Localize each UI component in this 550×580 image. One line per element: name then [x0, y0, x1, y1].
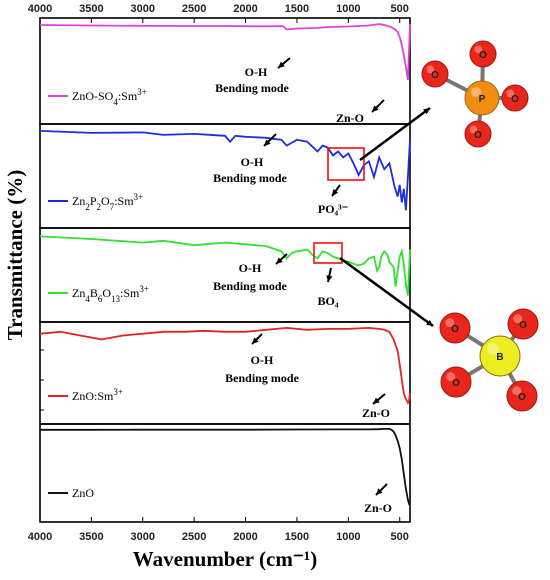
annotation-arrow — [331, 184, 341, 197]
bo4-highlight-box — [313, 242, 343, 264]
x-tick-label-top: 1000 — [336, 3, 360, 15]
panel-4 — [39, 423, 411, 523]
x-tick-label-bottom: 4000 — [28, 531, 52, 543]
zn-o-label: Zn-O — [362, 406, 390, 420]
series-line-2 — [39, 235, 411, 296]
legend-label-0: ZnO-SO4:Sm3+ — [72, 87, 147, 107]
panel-frame — [39, 17, 411, 125]
atom-highlight — [445, 318, 455, 328]
x-tick-label-bottom: 3500 — [79, 531, 103, 543]
atom-highlight — [469, 125, 478, 134]
center-atom-label: P — [479, 94, 486, 105]
annotation-arrow — [375, 483, 388, 496]
annotation-arrow — [359, 106, 431, 162]
annotation-arrow — [371, 99, 385, 113]
x-tick-label-bottom: 3000 — [131, 531, 155, 543]
panel-0 — [39, 17, 411, 125]
annotation-arrow — [251, 333, 263, 345]
molecule-diagrams: O O O O P O O O O B — [421, 40, 539, 412]
panel-frame — [39, 423, 411, 523]
legend-label-3: ZnO:Sm3+ — [72, 387, 123, 403]
panel-2 — [39, 227, 411, 323]
x-axis-label: Wavenumber (cm⁻¹) — [133, 547, 317, 571]
x-tick-label-top: 2000 — [233, 3, 257, 15]
series-line-0 — [39, 23, 411, 81]
series-line-3 — [39, 326, 411, 405]
borate-molecule: O O O O B — [439, 308, 539, 412]
atom-highlight — [426, 65, 435, 74]
legend-label-2: Zn4B6O13:Sm3+ — [72, 284, 149, 304]
annotations: ZnO-SO4:Sm3+ Zn2P2O7:Sm3+ Zn4B6O13:Sm3+ ZnO… — [48, 57, 434, 515]
oh-label: O-H — [245, 65, 268, 79]
center-atom-label: B — [496, 352, 503, 363]
annotation-arrow — [372, 393, 386, 405]
oxygen-atom-label: O — [451, 324, 459, 335]
atom-highlight — [513, 314, 523, 324]
oxygen-atom-label: O — [519, 320, 527, 331]
oxygen-atom-label: O — [452, 378, 460, 389]
annotation-arrow — [339, 256, 434, 328]
oh-label: O-H — [251, 353, 274, 367]
oh-label: O-H — [241, 155, 264, 169]
oxygen-atom-label: O — [431, 70, 439, 81]
oh-label: O-H — [239, 261, 262, 275]
x-tick-label-top: 500 — [391, 3, 409, 15]
bottom-tick-labels: 4000 3500 3000 2500 2000 1500 1000 500 — [28, 531, 409, 543]
atom-highlight — [446, 372, 456, 382]
phosphate-molecule: O O O O P — [421, 40, 529, 148]
x-tick-label-bottom: 1000 — [336, 531, 360, 543]
bending-mode-label: Bending mode — [225, 371, 299, 385]
x-tick-label-bottom: 500 — [391, 531, 409, 543]
oxygen-atom-label: O — [511, 94, 519, 105]
zn-o-label: Zn-O — [364, 501, 392, 515]
y-axis-label: Transmittance (%) — [3, 170, 27, 341]
x-tick-label-top: 4000 — [28, 3, 52, 15]
atom-highlight — [474, 45, 483, 54]
x-tick-label-bottom: 1500 — [285, 531, 309, 543]
po4-label: PO₄³⁻ — [318, 202, 348, 216]
bending-mode-label: Bending mode — [213, 279, 287, 293]
annotation-arrow — [275, 253, 288, 265]
stacked-panels — [39, 17, 411, 523]
x-tick-label-top: 1500 — [285, 3, 309, 15]
center-atom — [464, 80, 500, 116]
top-tick-labels: 4000 3500 3000 2500 2000 1500 1000 500 — [28, 3, 409, 15]
x-tick-label-bottom: 2000 — [233, 531, 257, 543]
bo4-label: BO₄ — [318, 294, 339, 308]
legend-label-1: Zn2P2O7:Sm3+ — [72, 192, 143, 212]
bending-mode-label: Bending mode — [213, 171, 287, 185]
atom-highlight — [487, 343, 499, 355]
atom-highlight — [512, 386, 522, 396]
center-atom — [479, 335, 521, 377]
oxygen-atom-label: O — [479, 50, 487, 61]
x-tick-label-top: 3500 — [79, 3, 103, 15]
annotation-arrow — [326, 267, 333, 283]
po4-highlight-box — [327, 147, 365, 181]
x-tick-label-top: 3000 — [131, 3, 155, 15]
atom-highlight — [470, 86, 482, 98]
annotation-arrow — [263, 133, 277, 147]
annotation-arrow — [277, 57, 291, 69]
legend-label-4: ZnO — [72, 486, 94, 500]
oxygen-atom-label: O — [518, 392, 526, 403]
series-line-1 — [39, 130, 411, 211]
atom-highlight — [506, 89, 515, 98]
series-line-4 — [40, 427, 411, 506]
zn-o-label: Zn-O — [336, 111, 364, 125]
x-tick-label-bottom: 2500 — [182, 531, 206, 543]
oxygen-atom-label: O — [474, 130, 482, 141]
bending-mode-label: Bending mode — [215, 81, 289, 95]
x-tick-label-top: 2500 — [182, 3, 206, 15]
